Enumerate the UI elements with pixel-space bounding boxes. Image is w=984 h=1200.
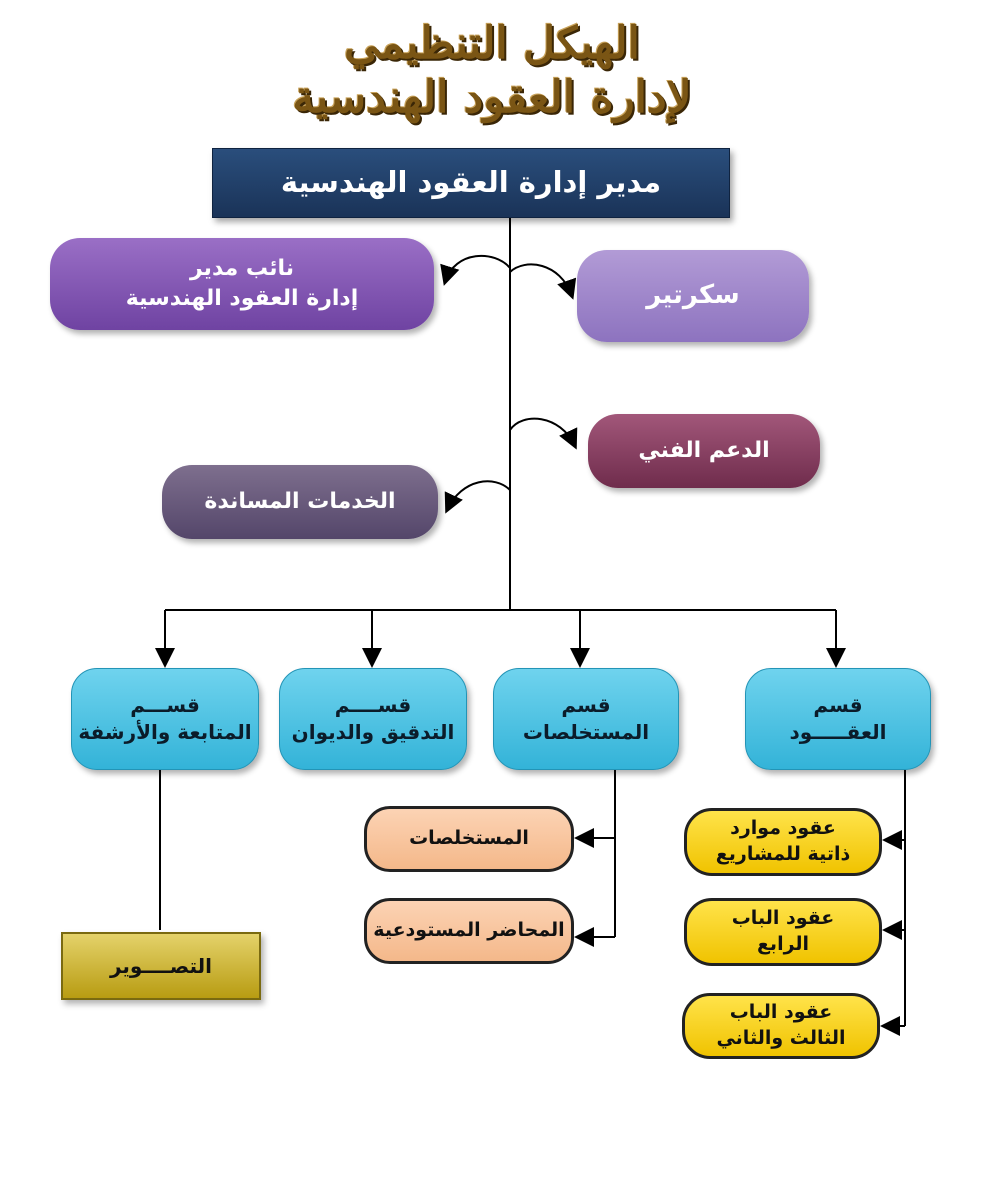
deputy-director-box: نائب مدير إدارة العقود الهندسية	[50, 238, 434, 330]
warehouse-minutes-unit-label: المحاضر المستودعية	[373, 919, 565, 942]
technical-support-label: الدعم الفني	[638, 438, 770, 464]
department-label-line1: قسم	[813, 693, 863, 717]
chapter-four-contracts-box: عقود الباب الرابع	[684, 898, 882, 966]
chapter-three-two-contracts-box: عقود الباب الثالث والثاني	[682, 993, 880, 1059]
department-label-line2: العقـــــود	[789, 720, 887, 744]
contracts-unit-line1: عقود الباب	[731, 907, 835, 930]
extracts-unit-box: المستخلصات	[364, 806, 574, 872]
contracts-unit-line1: عقود الباب	[729, 1001, 833, 1024]
self-resources-contracts-box: عقود موارد ذاتية للمشاريع	[684, 808, 882, 876]
secretary-box: سكرتير	[577, 250, 809, 342]
department-label-line2: المتابعة والأرشفة	[78, 720, 252, 744]
extracts-department-box: قسم المستخلصات	[493, 668, 679, 770]
contracts-unit-line2: ذاتية للمشاريع	[715, 843, 851, 865]
photocopying-unit-box: التصــــوير	[61, 932, 261, 1000]
contracts-department-box: قسم العقـــــود	[745, 668, 931, 770]
support-services-label: الخدمات المساندة	[204, 489, 396, 515]
warehouse-minutes-unit-box: المحاضر المستودعية	[364, 898, 574, 964]
contracts-unit-line1: عقود موارد	[730, 817, 836, 840]
photocopying-unit-label: التصــــوير	[109, 953, 213, 978]
director-box: مدير إدارة العقود الهندسية	[212, 148, 730, 218]
contracts-unit-line2: الرابع	[756, 933, 810, 955]
contracts-unit-line2: الثالث والثاني	[716, 1027, 846, 1049]
extracts-unit-label: المستخلصات	[409, 827, 529, 850]
support-services-box: الخدمات المساندة	[162, 465, 438, 539]
technical-support-box: الدعم الفني	[588, 414, 820, 488]
deputy-label-line1: نائب مدير	[190, 256, 295, 282]
chart-title-line1: الهيكل التنظيمي	[344, 18, 640, 69]
department-label-line1: قســــم	[334, 693, 412, 717]
chart-title-line2: لإدارة العقود الهندسية	[292, 72, 692, 123]
director-label: مدير إدارة العقود الهندسية	[280, 165, 662, 200]
department-label-line1: قســـم	[130, 693, 200, 717]
secretary-label: سكرتير	[646, 280, 740, 311]
department-label-line1: قسم	[561, 693, 611, 717]
deputy-label-line2: إدارة العقود الهندسية	[125, 286, 359, 311]
department-label-line2: التدقيق والديوان	[291, 720, 455, 744]
followup-department-box: قســـم المتابعة والأرشفة	[71, 668, 259, 770]
department-label-line2: المستخلصات	[522, 720, 650, 744]
audit-department-box: قســــم التدقيق والديوان	[279, 668, 467, 770]
